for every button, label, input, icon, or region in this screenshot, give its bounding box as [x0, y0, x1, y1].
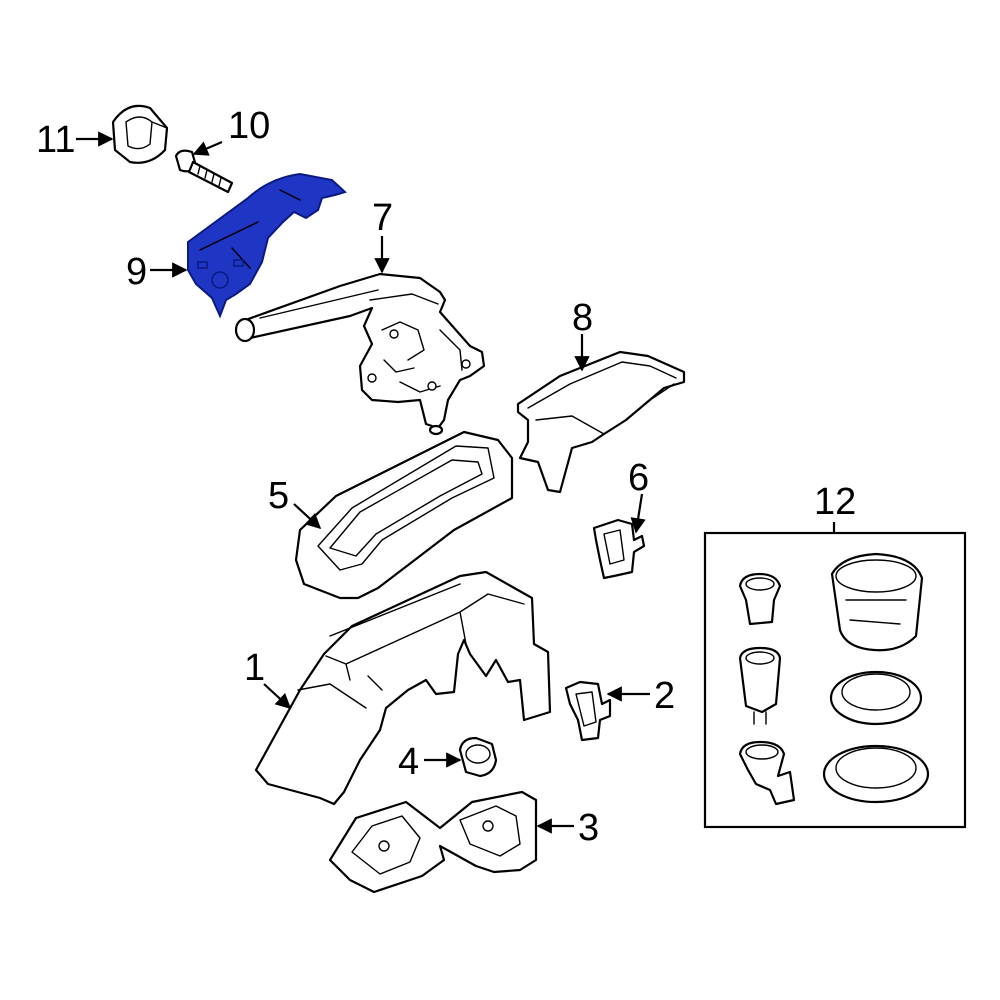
callout-7: 7	[372, 197, 393, 239]
callout-10: 10	[228, 105, 270, 147]
part-10-screw[interactable]	[174, 149, 234, 194]
callout-labels: 11 10 9 7 8 6 5 1 2 4 3 12	[36, 105, 856, 849]
callout-12: 12	[814, 481, 856, 523]
part-3-bracket[interactable]	[328, 790, 538, 894]
part-9-handle-cover[interactable]	[187, 172, 347, 319]
part-12-kit-box[interactable]	[703, 531, 967, 829]
callout-11: 11	[36, 119, 75, 161]
callout-2: 2	[654, 675, 675, 717]
leader-5	[293, 503, 322, 530]
callout-6: 6	[628, 457, 649, 499]
callout-4: 4	[398, 741, 419, 783]
callout-8: 8	[572, 297, 593, 339]
part-5-console-bezel[interactable]	[294, 430, 514, 600]
callout-9: 9	[126, 251, 147, 293]
part-2-clip[interactable]	[564, 680, 612, 742]
leader-6	[630, 493, 646, 534]
part-8-trim-panel[interactable]	[516, 350, 686, 494]
callout-5: 5	[268, 475, 289, 517]
part-11-cap[interactable]	[111, 104, 169, 164]
part-1-console-body[interactable]	[254, 570, 552, 806]
callout-3: 3	[578, 807, 599, 849]
leader-1	[263, 683, 292, 710]
callout-leaders	[76, 131, 836, 834]
callout-1: 1	[244, 647, 265, 689]
part-4-grommet[interactable]	[458, 736, 498, 778]
leader-10	[192, 140, 223, 156]
part-7-brake-lever[interactable]	[234, 272, 486, 436]
